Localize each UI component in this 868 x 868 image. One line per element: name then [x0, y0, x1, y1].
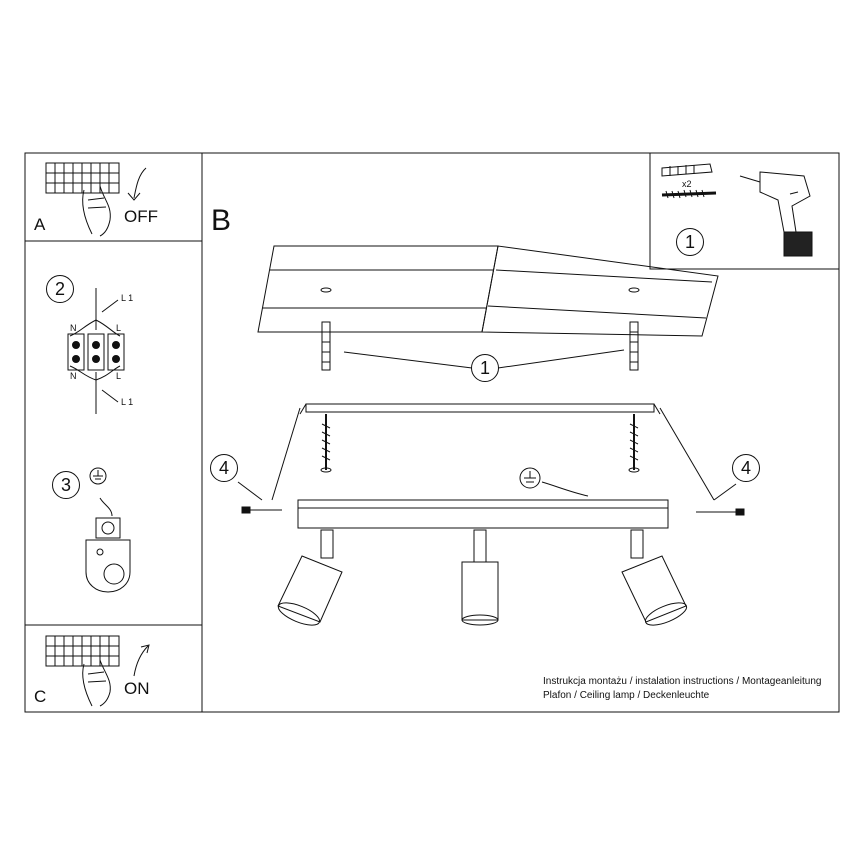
ceiling-panel-left: [257, 245, 499, 333]
panel-a-action: OFF: [124, 207, 158, 226]
guide-line: [659, 407, 715, 501]
callout-line: [713, 483, 737, 501]
panel-c-action: ON: [124, 679, 150, 698]
earth-wire: [541, 481, 589, 497]
wire-n-top-label: N: [70, 323, 77, 333]
hand-icon: [82, 659, 111, 707]
arrow-icon: [133, 167, 147, 199]
wall-plug-icon: [661, 163, 713, 177]
earth-clamp-icon: [85, 497, 131, 593]
spotlight-icon: [621, 529, 688, 626]
wall-plug-icon: [629, 321, 639, 371]
step-4-badge-left: 4: [210, 454, 238, 482]
callout-line: [343, 351, 473, 369]
callout-line: [497, 349, 625, 369]
outer-frame: [24, 152, 840, 713]
arrow-icon: [133, 645, 149, 677]
mounting-bracket: [299, 403, 661, 415]
footer-line-1: Instrukcja montażu / instalation instruc…: [543, 676, 822, 687]
screw-icon: [320, 414, 332, 473]
arrow-head: [140, 644, 150, 654]
wire-l1-bottom-label: L 1: [121, 397, 134, 407]
screw-icon: [628, 414, 640, 473]
footer-line-2: Plafon / Ceiling lamp / Deckenleuchte: [543, 690, 710, 701]
wire-l-bottom-label: L: [116, 371, 122, 381]
screw-icon: [696, 508, 745, 516]
earth-icon: [89, 467, 107, 485]
screw-icon: [241, 506, 282, 514]
breaker-panel-icon: [45, 635, 120, 667]
step-2-badge: 2: [46, 275, 74, 303]
panel-b-letter: B: [211, 204, 232, 237]
step-1-badge-tools: 1: [676, 228, 704, 256]
ceiling-hole: [320, 287, 332, 293]
wire-l-top-label: L: [116, 323, 122, 333]
wire-l1-top-label: L 1: [121, 293, 134, 303]
terminal-block-icon: [67, 288, 125, 414]
tools-box: [649, 152, 840, 270]
wall-plug-icon: [321, 321, 331, 371]
spotlight-icon: [461, 529, 499, 626]
earth-icon: [519, 467, 541, 489]
panel-a-letter: A: [34, 215, 46, 234]
arrow-head: [127, 192, 141, 201]
callout-line: [237, 481, 263, 501]
spotlight-icon: [277, 529, 343, 626]
step-3-badge: 3: [52, 471, 80, 499]
ceiling-hole: [628, 287, 640, 293]
step-1-badge: 1: [471, 354, 499, 382]
fixture-bar: [297, 499, 669, 529]
hand-icon: [82, 185, 111, 237]
wire-n-bottom-label: N: [70, 371, 77, 381]
step-4-badge-right: 4: [732, 454, 760, 482]
quantity-label: x2: [682, 179, 692, 189]
ceiling-panel-right: [481, 245, 719, 337]
guide-line: [271, 407, 301, 501]
drill-icon: [739, 171, 813, 257]
panel-c-letter: C: [34, 687, 47, 706]
screw-icon: [661, 189, 717, 199]
breaker-panel-icon: [45, 162, 120, 194]
